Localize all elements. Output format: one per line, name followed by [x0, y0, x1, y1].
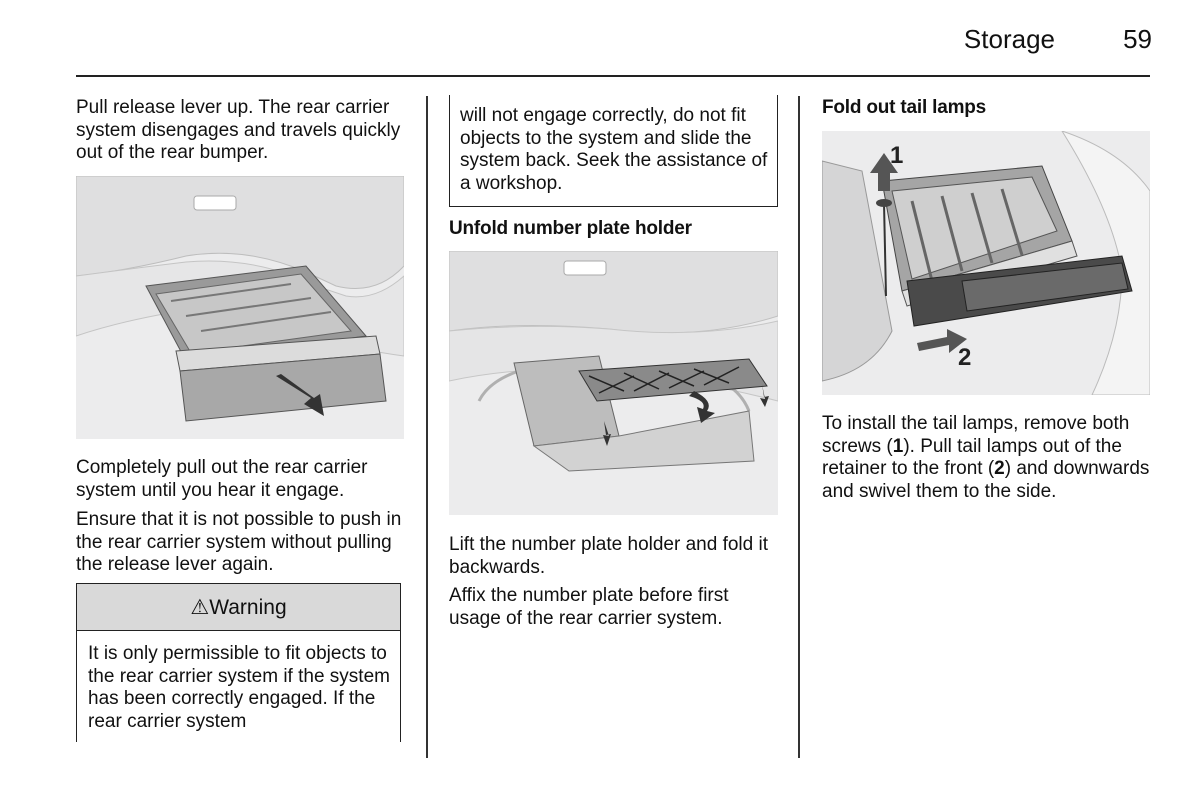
- text-part-3: ) and downwards and swivel them to the s…: [822, 458, 1150, 502]
- paragraph-lift-holder: Lift the number plate holder and fold it…: [449, 534, 768, 578]
- warning-triangle-icon: ⚠: [190, 596, 210, 619]
- page-number: 59: [1123, 24, 1152, 54]
- column-divider-1: [426, 96, 428, 758]
- paragraph-install-tail-lamps: To install the tail lamps, remove both s…: [822, 413, 1157, 503]
- section-title: Storage: [963, 24, 1055, 54]
- figure-number-plate-holder: [449, 251, 778, 515]
- warning-header: ⚠Warning: [76, 583, 401, 631]
- warning-body-frame: [76, 630, 401, 742]
- heading-number-plate: Unfold number plate holder: [449, 218, 692, 239]
- warning-text: It is only permissible to fit objects to…: [88, 643, 390, 732]
- figure-tail-lamps: 1 2: [822, 131, 1150, 395]
- callout-1: 1: [890, 142, 903, 169]
- ref-screws: 1: [892, 435, 904, 457]
- text-part-2: ). Pull tail lamps out of the retainer t…: [822, 435, 1122, 480]
- figure-rear-carrier-out: [76, 176, 404, 439]
- column-divider-2: [798, 96, 800, 758]
- text-part-1: To install the tail lamps, remove both s…: [822, 413, 1130, 457]
- paragraph-affix-plate: Affix the number plate before first usag…: [449, 585, 729, 629]
- paragraph-pull-out: Completely pull out the rear carrier sys…: [76, 457, 368, 501]
- callout-2: 2: [958, 344, 971, 371]
- paragraph-ensure: Ensure that it is not possible to push i…: [76, 509, 402, 575]
- header-rule: [76, 75, 1150, 77]
- warning-continued-text: will not engage correctly, do not fit ob…: [460, 105, 768, 194]
- warning-title: Warning: [209, 596, 287, 619]
- paragraph-release-lever: Pull release lever up. The rear carrier …: [76, 97, 401, 163]
- ref-front: 2: [994, 458, 1005, 479]
- warning-continued-frame: [449, 95, 778, 207]
- heading-tail-lamps: Fold out tail lamps: [822, 97, 987, 118]
